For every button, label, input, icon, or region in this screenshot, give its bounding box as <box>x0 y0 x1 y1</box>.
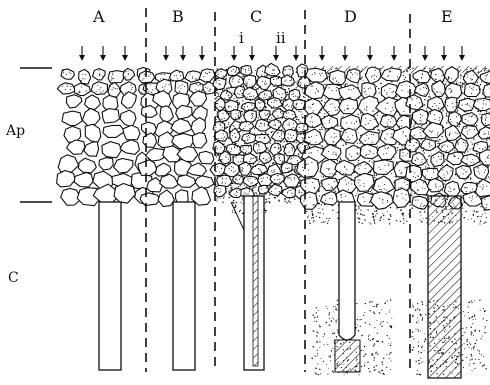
column-b-aggregates <box>138 91 214 207</box>
column-a-aggregates <box>57 92 155 206</box>
column-a-top-aggregates <box>57 68 151 98</box>
arrow-5 <box>180 46 186 61</box>
column-e-aggregates <box>405 67 490 210</box>
arrow-7 <box>231 46 237 61</box>
root-channels <box>99 196 461 378</box>
column-b-channel <box>173 202 195 370</box>
column-d-aggregates <box>297 67 418 209</box>
arrow-1 <box>79 46 85 61</box>
arrow-8 <box>249 46 255 61</box>
column-d-channel-fill <box>335 340 360 372</box>
arrow-16 <box>441 46 447 61</box>
column-b-top-aggregates <box>139 69 217 95</box>
soil-aggregates <box>57 63 490 210</box>
horizon-markers <box>20 68 52 202</box>
column-d-channel <box>339 202 355 340</box>
arrow-13 <box>367 46 373 61</box>
column-e-channel <box>428 196 461 378</box>
arrow-11 <box>319 46 325 61</box>
arrow-14 <box>391 46 397 61</box>
column-c-crack <box>231 202 244 230</box>
water-arrows <box>79 46 465 61</box>
arrow-15 <box>422 46 428 61</box>
arrow-2 <box>100 46 106 61</box>
arrow-9 <box>273 46 279 61</box>
arrow-17 <box>459 46 465 61</box>
arrow-6 <box>199 46 205 61</box>
arrow-12 <box>342 46 348 61</box>
arrow-4 <box>163 46 169 61</box>
arrow-3 <box>122 46 128 61</box>
column-c-channel-i-core <box>253 196 258 366</box>
column-c-aggregates <box>210 63 311 198</box>
arrow-10 <box>293 46 299 61</box>
column-a-channel <box>99 202 121 370</box>
